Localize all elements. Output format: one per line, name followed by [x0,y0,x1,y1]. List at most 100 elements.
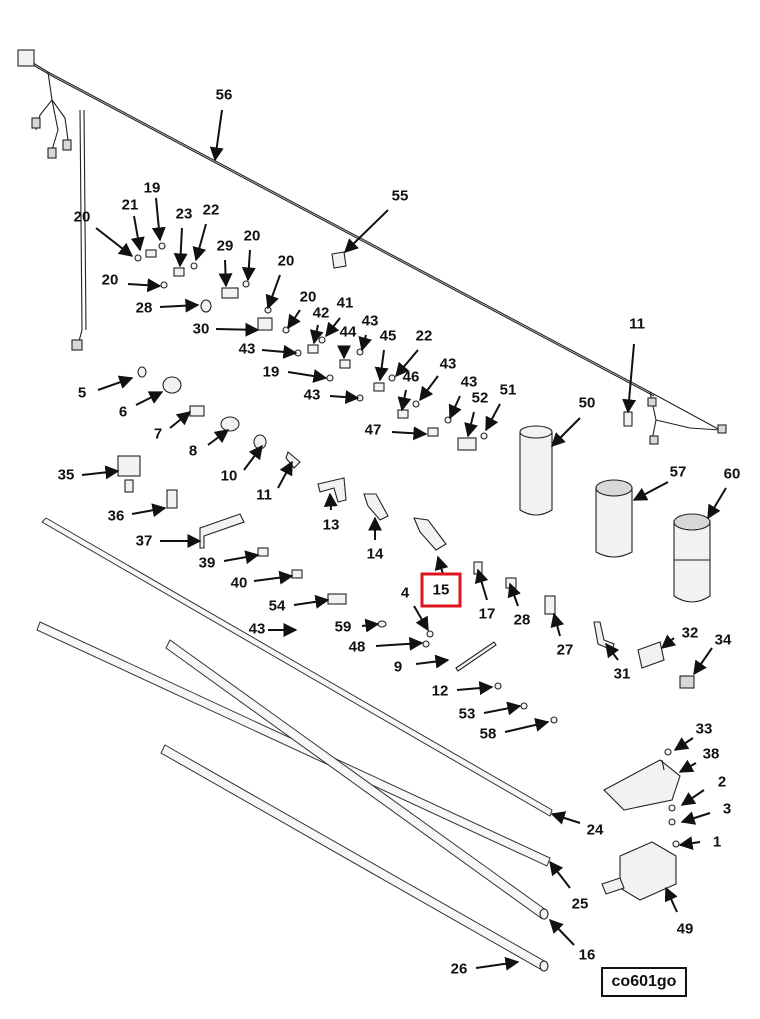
callout-label-10: 10 [221,468,238,485]
washer-3 [668,818,676,826]
fitting-46 [397,409,409,419]
bracket-14 [363,493,389,521]
callout-arrow-20 [287,309,301,330]
callout-arrow-31 [605,642,620,661]
fitting-29 [221,287,239,299]
label-32 [637,641,665,669]
callout-label-36: 36 [108,508,125,525]
callout-arrow-20 [265,274,281,310]
mount-plate-36 [603,759,681,811]
filter-57 [595,479,633,558]
grommet-5 [137,366,147,378]
fitting-39 [257,547,269,557]
callout-arrow-38 [678,759,697,773]
callout-arrow-43 [261,344,298,359]
fitting-19a [158,242,166,250]
callout-arrow-42 [309,324,324,345]
callout-arrow-19 [287,369,328,383]
callout-label-4: 4 [401,585,410,602]
callout-label-53: 53 [459,706,476,723]
callout-arrow-43 [419,375,439,402]
callout-label-43: 43 [362,313,379,330]
callout-label-3: 3 [723,801,731,818]
bracket-38 [199,513,245,549]
fitting-45 [373,382,385,392]
callout-arrow-6 [135,391,164,406]
callout-arrow-20 [95,227,134,257]
pipe-31 [593,621,615,651]
rod-9 [455,641,497,672]
callout-arrow-3 [680,811,711,825]
relay-35-lead [124,479,134,493]
fitting-4 [426,630,434,638]
ring-28 [200,299,212,313]
wiring-harness [17,49,727,445]
callout-arrow-24 [550,811,581,825]
callout-label-19: 19 [263,364,280,381]
callout-label-45: 45 [380,328,397,345]
tube-26 [160,744,549,972]
callout-label-59: 59 [335,619,352,636]
callout-arrow-22 [395,349,419,378]
callout-label-30: 30 [193,321,210,338]
callout-label-38: 38 [703,746,720,763]
cap-8 [220,416,240,432]
callout-label-16: 16 [579,947,596,964]
screw-12 [494,682,502,690]
fitting-11b [623,411,633,427]
fitting-44 [339,359,351,369]
callout-label-27: 27 [557,642,574,659]
callout-label-43: 43 [461,374,478,391]
callout-arrow-59 [361,618,380,633]
bracket-13 [317,477,347,503]
callout-label-24: 24 [587,822,604,839]
callout-arrow-32 [660,634,677,649]
callout-label-58: 58 [480,726,497,743]
highlight-box [420,572,462,608]
clip-55 [331,251,347,269]
clamp-10 [253,434,267,450]
callout-arrow-13 [323,492,338,511]
callout-label-20: 20 [74,209,91,226]
callout-label-26: 26 [451,961,468,978]
callout-arrow-4 [413,605,429,632]
relay-35 [117,455,141,477]
fitting-47 [427,427,439,437]
clamp-11 [285,451,301,469]
callout-arrow-28 [507,582,521,607]
callout-label-22: 22 [416,328,433,345]
callout-arrow-46 [397,389,412,412]
callout-arrow-20 [241,249,256,282]
callout-label-37: 37 [136,533,153,550]
callout-arrow-20 [127,278,162,293]
callout-arrow-19 [151,197,166,242]
figure-code-label: co601go [601,967,687,997]
callout-label-29: 29 [217,238,234,255]
fitting-54 [327,593,347,605]
callout-arrow-17 [474,568,489,601]
screw-58 [550,716,558,724]
connector-37 [166,489,178,509]
callout-label-25: 25 [572,896,589,913]
callout-arrow-49 [664,886,678,913]
connector-27 [544,595,556,615]
callout-arrow-21 [130,215,145,252]
tube-16 [165,639,549,920]
callout-label-7: 7 [154,426,162,443]
callout-label-22: 22 [203,202,220,219]
callout-arrow-28 [159,298,200,313]
callout-arrow-53 [483,701,522,716]
callout-label-33: 33 [696,721,713,738]
callout-label-43: 43 [304,387,321,404]
callout-arrow-26 [475,956,520,971]
callout-arrow-58 [504,718,550,733]
callout-label-42: 42 [313,305,330,322]
bracket-15 [413,517,447,551]
callout-arrow-30 [215,322,260,337]
callout-arrow-11 [277,460,293,489]
callout-label-31: 31 [614,666,631,683]
callout-label-17: 17 [479,606,496,623]
pump-49 [601,841,677,901]
tube-24 [41,517,553,817]
callout-label-43: 43 [440,356,457,373]
